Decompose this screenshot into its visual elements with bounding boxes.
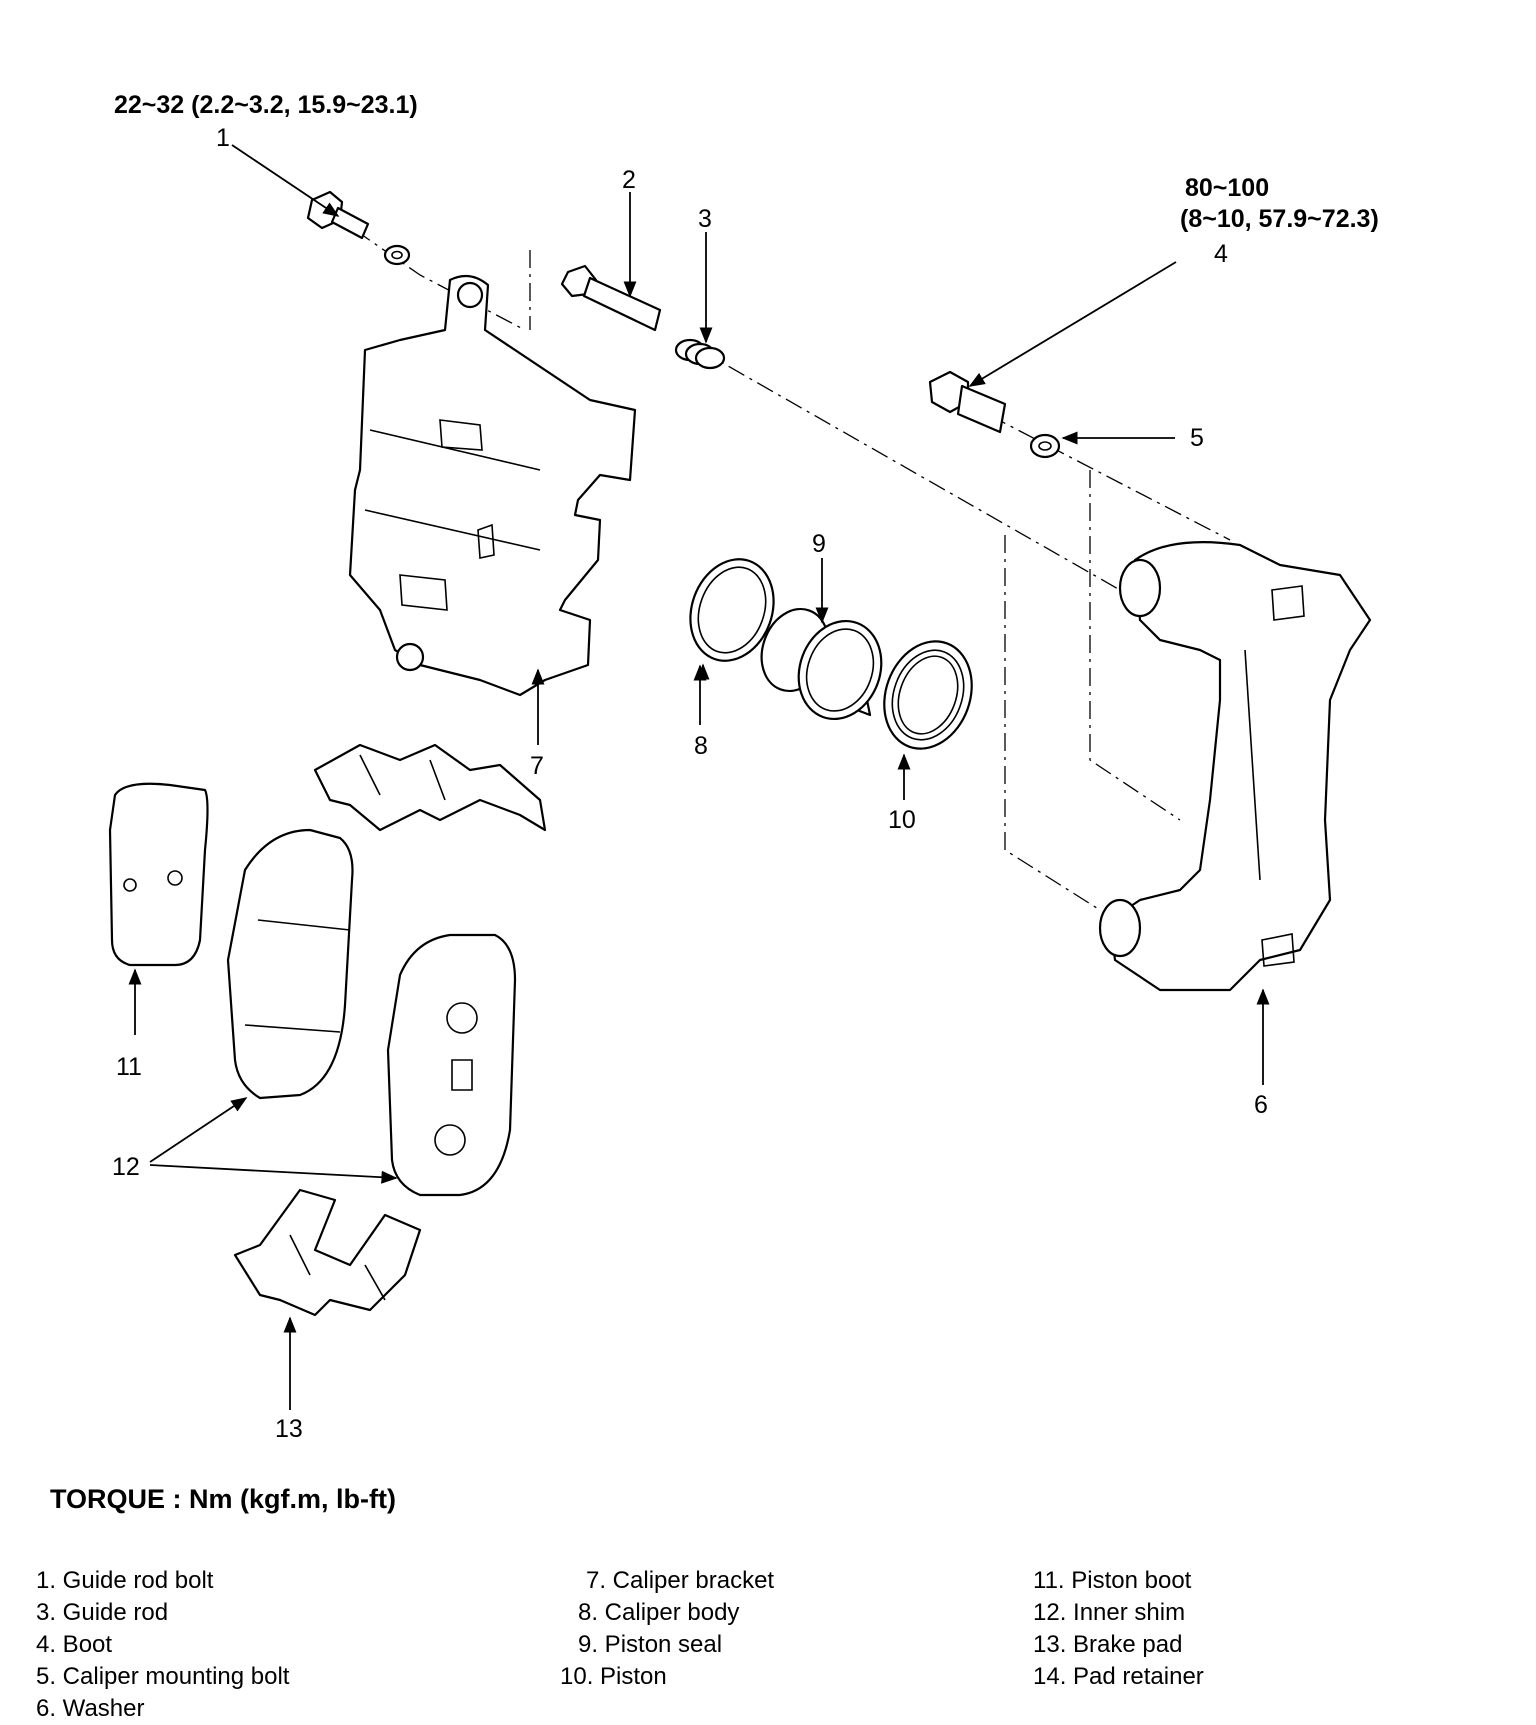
legend-item: 6. Washer (36, 1695, 145, 1722)
callout-4: 4 (1214, 240, 1228, 268)
piston (760, 607, 883, 721)
legend-item: 9. Piston seal (578, 1631, 723, 1658)
guide-rod-bolt (306, 190, 411, 266)
shim-plate (108, 782, 209, 967)
callout-5: 5 (1190, 424, 1204, 452)
legend-item: 7. Caliper bracket (586, 1567, 775, 1594)
caliper-mounting-bolt (928, 370, 1061, 459)
callout-3: 3 (698, 205, 712, 233)
legend-column-2: 7. Caliper bracket 8. Caliper body 9. Pi… (560, 1565, 774, 1693)
brake-pad-right (386, 933, 517, 1197)
legend-item: 12. Inner shim (1033, 1599, 1186, 1626)
callout-9: 9 (812, 530, 826, 558)
caliper-bracket (1098, 541, 1372, 992)
torque-spec-mounting-bolt-line2: (8~10, 57.9~72.3) (1180, 205, 1379, 233)
legend-item: 5. Caliper mounting bolt (36, 1663, 290, 1690)
piston-ring-seal (689, 558, 775, 662)
torque-spec-guide-rod-bolt: 22~32 (2.2~3.2, 15.9~23.1) (114, 91, 418, 119)
legend-title: TORQUE : Nm (kgf.m, lb-ft) (50, 1484, 396, 1514)
legend-item: 1. Guide rod bolt (36, 1567, 214, 1594)
brake-pad-left (226, 828, 354, 1100)
piston-boot-ring (883, 640, 973, 750)
exploded-brake-caliper-diagram: 22~32 (2.2~3.2, 15.9~23.1) 80~100 (8~10,… (108, 91, 1379, 1440)
callout-13: 13 (275, 1415, 303, 1440)
callout-8: 8 (694, 732, 708, 760)
callout-12: 12 (112, 1153, 140, 1181)
boot-bellows (674, 338, 726, 370)
legend-column-3: 11. Piston boot 12. Inner shim 13. Brake… (1033, 1565, 1204, 1693)
callout-11: 11 (116, 1053, 142, 1081)
pad-retainer-upper (313, 743, 547, 832)
legend-item: 8. Caliper body (578, 1599, 740, 1626)
callout-10: 10 (888, 806, 916, 834)
legend-item: 14. Pad retainer (1033, 1663, 1204, 1690)
legend-item: 3. Guide rod (36, 1599, 169, 1626)
legend-item: 4. Boot (36, 1631, 113, 1658)
leader-lines (128, 144, 1270, 1410)
torque-spec-mounting-bolt-line1: 80~100 (1185, 174, 1269, 202)
guide-rod (560, 264, 662, 332)
callout-2: 2 (622, 166, 636, 194)
legend-item: 13. Brake pad (1033, 1631, 1183, 1658)
callout-6: 6 (1254, 1091, 1268, 1119)
legend-column-1: 1. Guide rod bolt 3. Guide rod 4. Boot 5… (36, 1565, 289, 1725)
caliper-housing (348, 274, 637, 697)
callout-1: 1 (216, 124, 230, 152)
callout-7: 7 (530, 752, 544, 780)
legend-item: 10. Piston (560, 1663, 667, 1690)
legend-item: 11. Piston boot (1033, 1567, 1192, 1594)
pad-retainer-lower (233, 1188, 422, 1317)
